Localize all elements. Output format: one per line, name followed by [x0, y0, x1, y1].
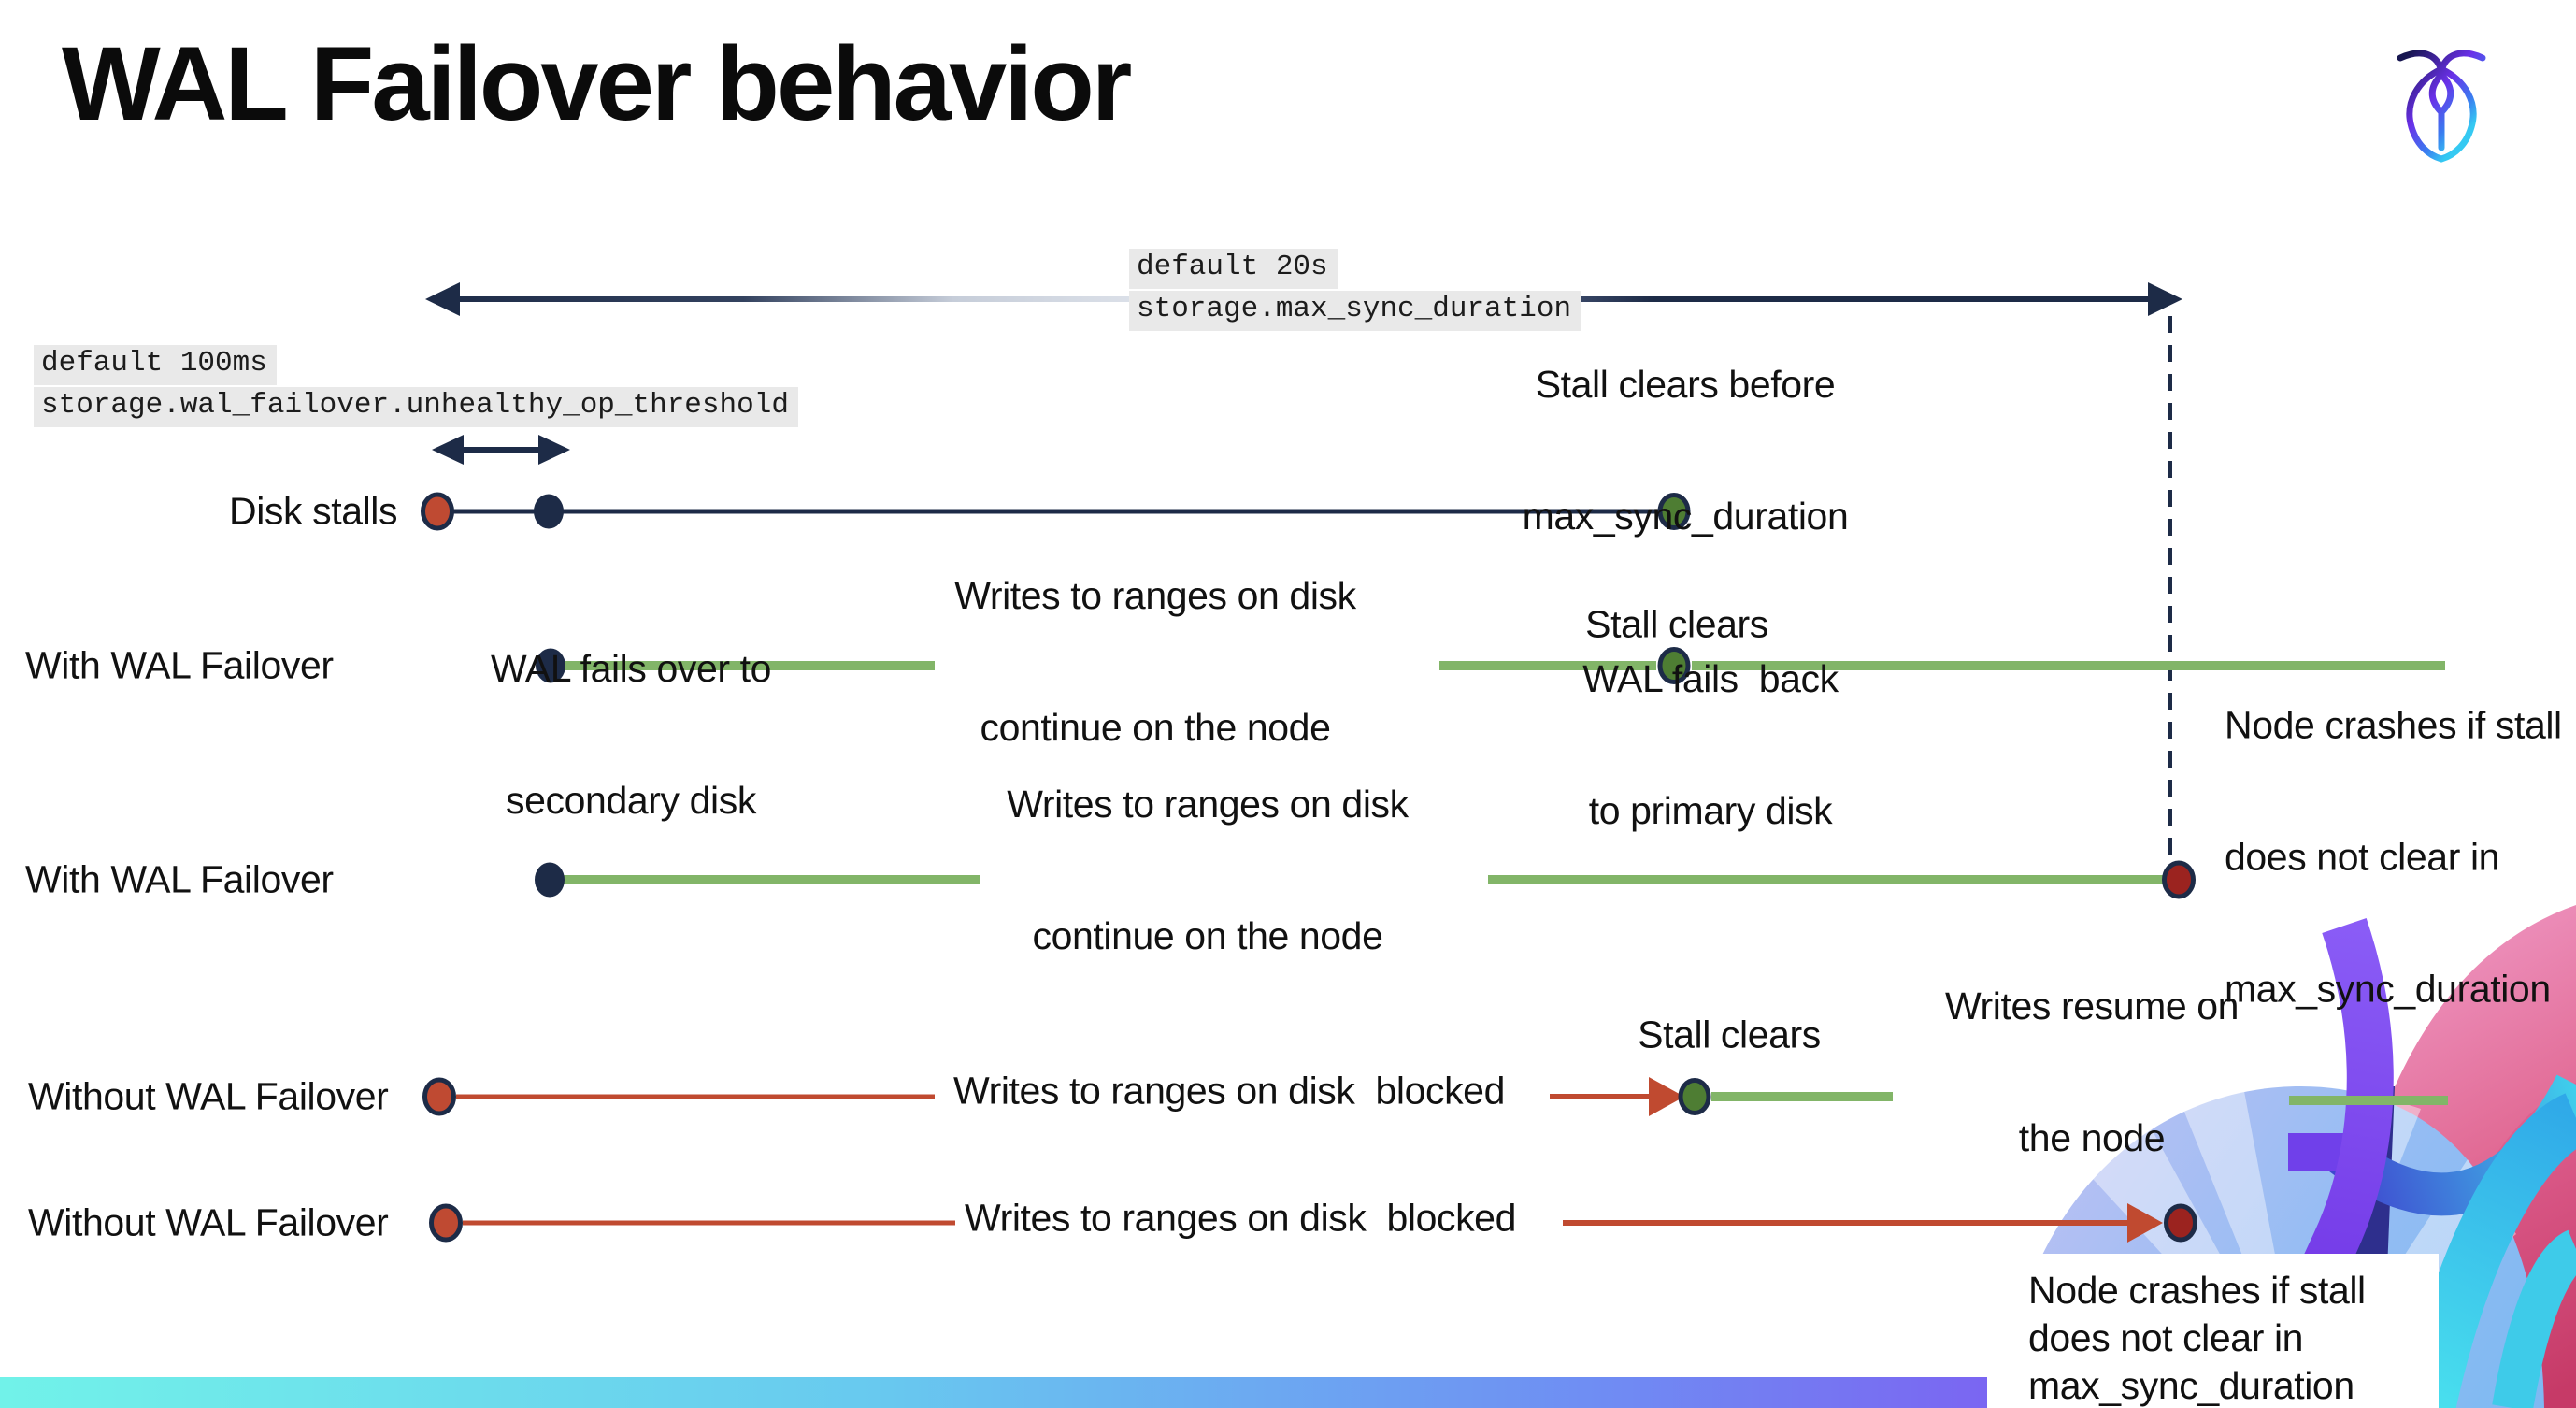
note-node-crashes-1: Node crashes if stall does not clear in …	[2225, 703, 2562, 1011]
note-wal-fails-over: WAL fails over to secondary disk	[490, 647, 772, 822]
note-stall-clears-1: Stall clears	[1585, 602, 1768, 646]
art-blue-arc	[2323, 1074, 2576, 1216]
row-label-with-wal-failover-2: With WAL Failover	[25, 857, 334, 901]
max-sync-duration-label: default 20s storage.max_sync_duration	[1129, 249, 1581, 333]
note-wal-fails-back: WAL fails back to primary disk	[1582, 657, 1839, 832]
arrowhead-right-icon	[2148, 282, 2182, 316]
note-writes-continue-2: Writes to ranges on disk continue on the…	[1007, 783, 1409, 957]
max-sync-setting-text: storage.max_sync_duration	[1129, 291, 1581, 331]
page-title: WAL Failover behavior	[62, 25, 1132, 142]
art-purple-notch	[2288, 1133, 2348, 1171]
row-label-with-wal-failover-1: With WAL Failover	[25, 643, 334, 687]
row5-stall-start-dot	[429, 1203, 463, 1243]
note-writes-blocked-1: Writes to ranges on disk blocked	[953, 1069, 1505, 1113]
note-writes-blocked-2: Writes to ranges on disk blocked	[965, 1196, 1516, 1240]
row1-stall-start-dot	[421, 492, 454, 531]
row-label-without-wal-failover-1: Without WAL Failover	[28, 1074, 389, 1118]
note-stall-clears-2: Stall clears	[1638, 1013, 1821, 1056]
art-cyan-leg	[2401, 1093, 2576, 1408]
note-writes-resume: Writes resume on the node	[1944, 984, 2240, 1159]
threshold-arrowhead-right-icon	[538, 435, 570, 465]
max-sync-default-text: default 20s	[1129, 249, 1338, 289]
cockroachdb-logo-icon	[2397, 50, 2486, 163]
row1-failover-threshold-dot	[534, 494, 564, 529]
row4-stall-start-dot	[422, 1077, 456, 1116]
row4-red-arrowhead-icon	[1649, 1077, 1684, 1116]
row-label-without-wal-failover-2: Without WAL Failover	[28, 1200, 389, 1244]
arrowhead-left-icon	[425, 282, 460, 316]
threshold-arrowhead-left-icon	[432, 435, 464, 465]
row-label-disk-stalls: Disk stalls	[229, 489, 398, 533]
row3-crash-dot	[2162, 860, 2196, 899]
note-node-crashes-2: Node crashes if stall does not clear in …	[2028, 1269, 2366, 1407]
art-crimson-dome	[2416, 1083, 2576, 1408]
row4-stall-clears-dot	[1678, 1078, 1711, 1115]
node-crashes-callout: Node crashes if stall does not clear in …	[1987, 1254, 2439, 1408]
unhealthy-op-setting-text: storage.wal_failover.unhealthy_op_thresh…	[34, 387, 798, 427]
note-stall-clears-before: Stall clears before max_sync_duration	[1522, 363, 1849, 538]
unhealthy-op-threshold-label: default 100ms storage.wal_failover.unhea…	[34, 345, 798, 429]
note-writes-continue-1: Writes to ranges on disk continue on the…	[954, 574, 1356, 749]
unhealthy-op-default-text: default 100ms	[34, 345, 277, 385]
